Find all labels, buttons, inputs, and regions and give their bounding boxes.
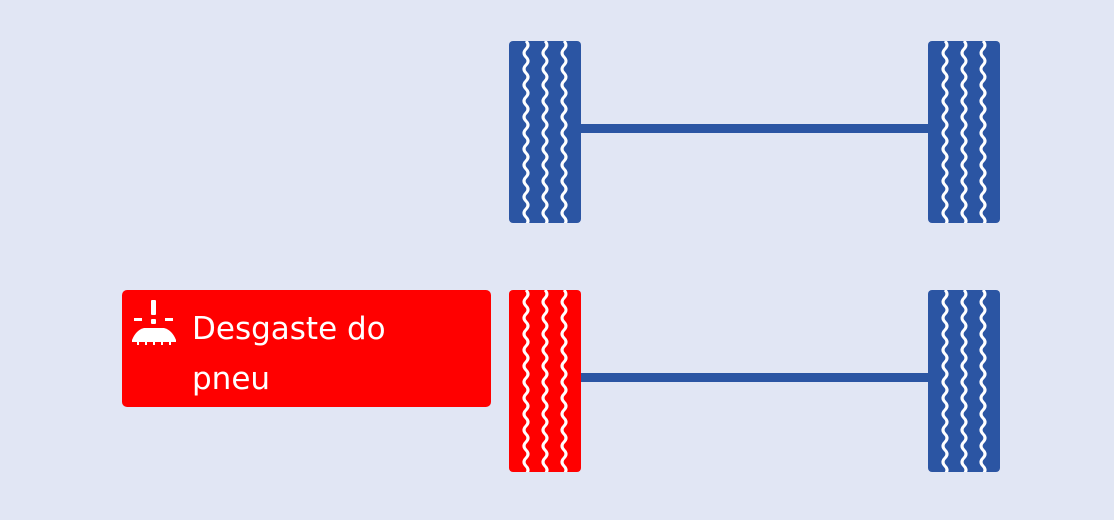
tire-wear-alert-label: Desgaste do pneu: [192, 311, 386, 397]
tire-wear-alert: Desgaste do pneu: [122, 290, 491, 407]
tire-front-right: [928, 41, 1000, 223]
tire-tread-icon: [509, 290, 581, 472]
tire-front-left: [509, 41, 581, 223]
front-axle: [578, 124, 932, 133]
tire-tread-icon: [928, 290, 1000, 472]
tire-wear-warning-icon: [130, 300, 178, 346]
rear-axle: [578, 373, 932, 382]
tire-rear-right: [928, 290, 1000, 472]
tire-tread-icon: [509, 41, 581, 223]
tire-tread-icon: [928, 41, 1000, 223]
tire-rear-left: [509, 290, 581, 472]
